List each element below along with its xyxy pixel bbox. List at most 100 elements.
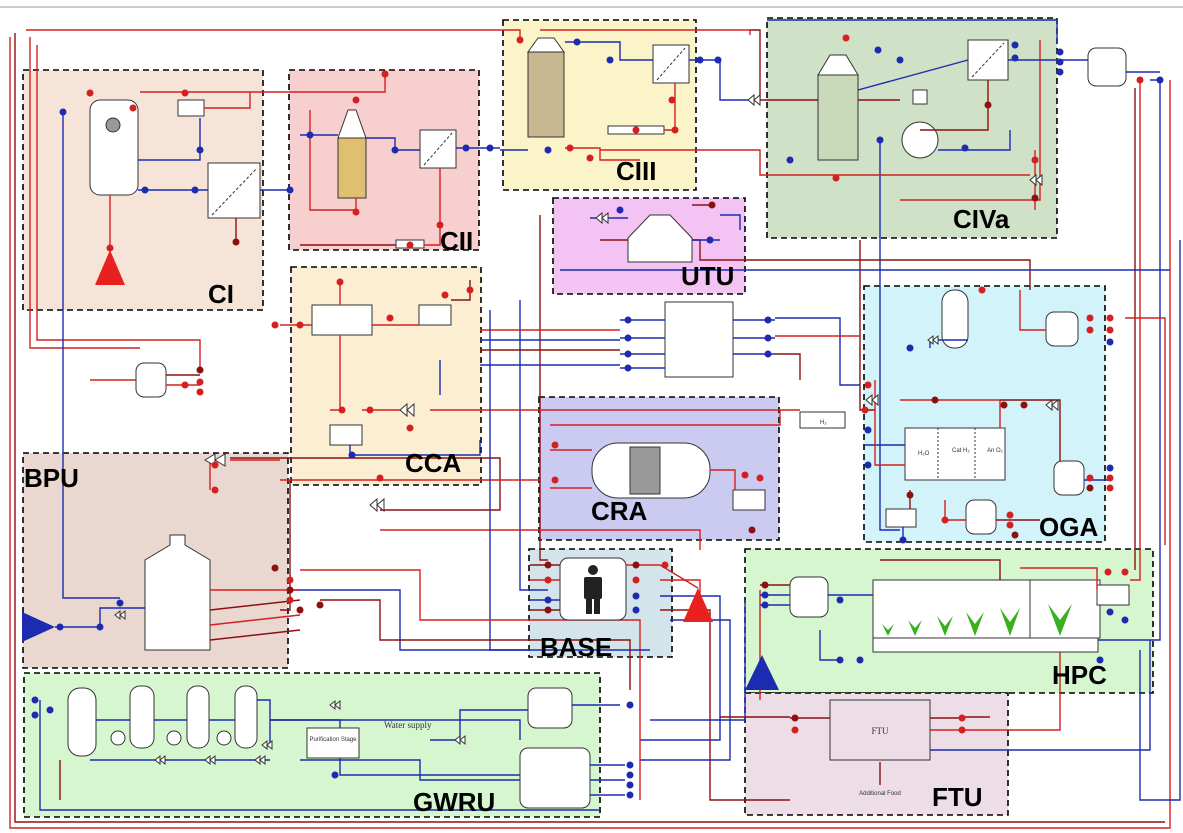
oga-storage-2 <box>1053 460 1085 496</box>
valve-icon <box>114 609 126 621</box>
port-dot <box>864 381 872 389</box>
ci-filter <box>207 162 261 219</box>
base-gwru-blue <box>640 595 721 741</box>
port-dot <box>864 426 872 434</box>
port-dot <box>1031 156 1039 164</box>
ftu-equipment <box>790 699 965 785</box>
port-dot <box>406 424 414 432</box>
hpc-gwru-blue <box>650 600 746 721</box>
port-dot <box>896 56 904 64</box>
valve-icon <box>1045 398 1059 412</box>
port-dot <box>391 146 399 154</box>
ci-equipment <box>89 75 386 285</box>
valve-icon <box>329 699 341 711</box>
gwru-tank-2 <box>129 685 155 749</box>
ci-input-triangle <box>95 250 125 285</box>
valve-icon <box>865 393 879 407</box>
port-dot <box>842 34 850 42</box>
port-dot <box>856 656 864 664</box>
astronaut-icon <box>584 565 602 614</box>
port-dot <box>544 146 552 154</box>
label-ci: CI <box>208 279 234 309</box>
port-dot <box>668 96 676 104</box>
port-dot <box>544 561 552 569</box>
port-dot <box>96 623 104 631</box>
port-dot <box>984 101 992 109</box>
label-bpu: BPU <box>24 463 79 493</box>
oga-storage-1 <box>1045 311 1079 347</box>
civa-equipment <box>817 39 1160 210</box>
oga-h2-box <box>799 411 846 429</box>
port-dot <box>1106 326 1114 334</box>
ftu-unit-text: FTU <box>871 726 889 736</box>
port-dot <box>1121 616 1129 624</box>
port-dot <box>366 406 374 414</box>
ftu-hpc-red <box>930 650 1061 731</box>
hpc-storage <box>789 576 829 618</box>
compartment-cca-box <box>290 266 482 486</box>
port-dot <box>616 206 624 214</box>
hpc-chamber <box>872 579 1049 639</box>
port-dot <box>31 696 39 704</box>
civa-oga-dark <box>859 240 875 411</box>
port-dot <box>1020 401 1028 409</box>
port-dot <box>1006 511 1014 519</box>
port-dot <box>211 486 219 494</box>
port-dot <box>486 144 494 152</box>
port-dot <box>181 89 189 97</box>
port-dot <box>958 726 966 734</box>
port-dot <box>748 526 756 534</box>
port-dot <box>466 286 474 294</box>
ciii-civa-red <box>540 29 751 35</box>
label-ciii: CIII <box>616 156 656 186</box>
cra-base-red <box>380 529 701 550</box>
port-dot <box>756 474 764 482</box>
port-dot <box>836 656 844 664</box>
port-dot <box>232 238 240 246</box>
oga-tank-top <box>941 289 969 349</box>
oga-electrolyzer <box>904 427 1006 481</box>
cca-bottom-blue <box>349 440 481 456</box>
port-dot <box>696 56 704 64</box>
gwru-purification-stage <box>306 727 360 759</box>
ci-chamber <box>89 99 139 196</box>
ciii-civa-red-mid <box>600 149 1030 176</box>
civa-storage <box>1087 47 1127 87</box>
label-base: BASE <box>540 632 612 662</box>
label-gwru: GWRU <box>413 787 495 817</box>
port-dot <box>1106 484 1114 492</box>
port-dot <box>632 592 640 600</box>
port-dot <box>1056 48 1064 56</box>
valve-icon <box>747 93 761 107</box>
port-dot <box>196 146 204 154</box>
port-dot <box>544 606 552 614</box>
port-dot <box>791 714 799 722</box>
cra-equipment <box>550 410 781 511</box>
plant-icons <box>882 604 1072 636</box>
port-dot <box>1011 41 1019 49</box>
gwru-equipment <box>67 685 625 809</box>
bpu-gwru-red <box>300 569 641 800</box>
port-dot <box>836 596 844 604</box>
port-dot <box>141 186 149 194</box>
port-dot <box>566 144 574 152</box>
port-dot <box>1106 338 1114 346</box>
right-blue-loop <box>1090 79 1161 641</box>
port-dot <box>741 471 749 479</box>
port-dot <box>331 771 339 779</box>
port-dot <box>1086 474 1094 482</box>
port-dot <box>1031 194 1039 202</box>
ftu-unit <box>829 699 931 761</box>
valve-icon <box>204 453 226 467</box>
hpc-separator <box>1096 584 1130 606</box>
far-right-blue <box>1139 240 1181 801</box>
purification-stage-text: Purification Stage <box>309 737 357 743</box>
utu-blue-out <box>720 214 741 230</box>
port-dot <box>352 208 360 216</box>
port-dot <box>931 396 939 404</box>
port-dot <box>348 451 356 459</box>
gwru-pump-3 <box>216 730 232 746</box>
port-dot <box>56 623 64 631</box>
port-dot <box>861 406 869 414</box>
